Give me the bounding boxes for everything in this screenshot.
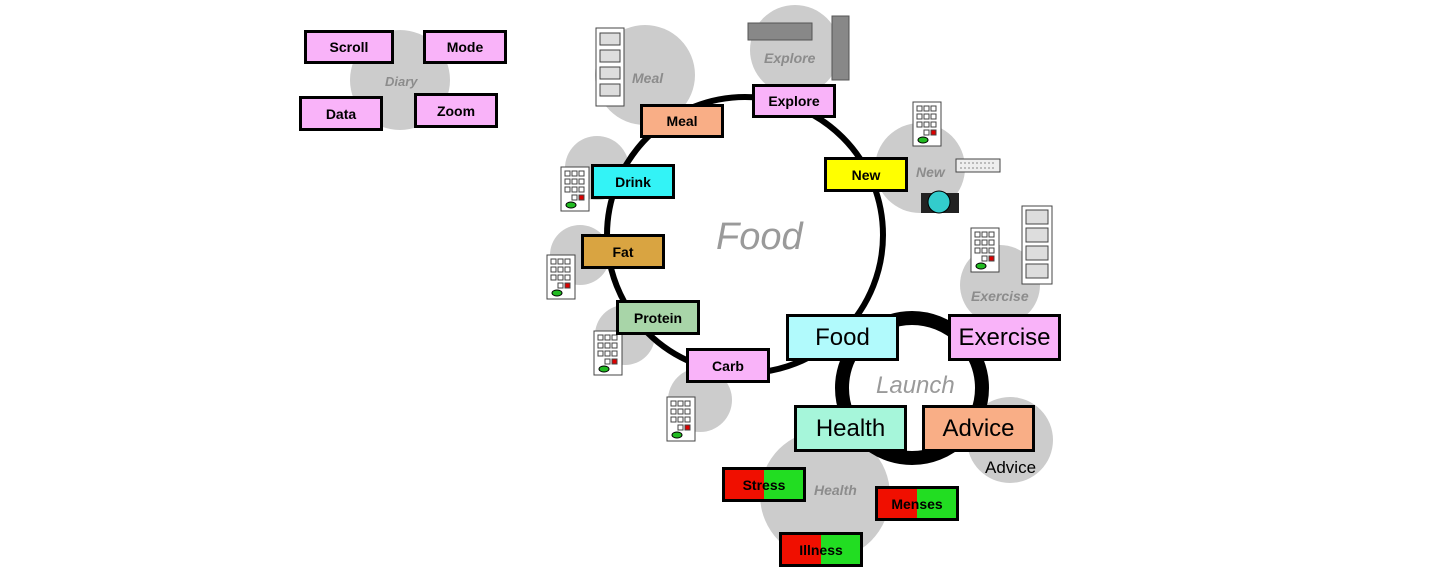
stress-label: Stress: [742, 476, 786, 493]
drink-node[interactable]: Drink: [591, 164, 675, 199]
camera-icon: [921, 190, 959, 214]
explore-cluster-label: Explore: [764, 50, 816, 66]
health-blob: [760, 430, 890, 560]
keypad-icon: [970, 227, 1000, 273]
stress-toggle-green-half: [764, 470, 803, 499]
health-cluster-label: Health: [814, 482, 857, 498]
keypad-icon: [560, 166, 590, 212]
launch-center-label: Launch: [876, 372, 955, 399]
meal-list-icon: [595, 27, 625, 107]
food-launch-node[interactable]: Food: [786, 314, 899, 361]
exercise-cluster-label: Exercise: [971, 288, 1029, 304]
carb-node[interactable]: Carb: [686, 348, 770, 383]
advice-text: Advice: [985, 458, 1037, 477]
keypad-icon: [593, 330, 623, 376]
menses-toggle[interactable]: Menses: [875, 486, 959, 521]
exercise-launch-node[interactable]: Exercise: [948, 314, 1061, 361]
keyboard-icon: [955, 158, 1001, 173]
explore-node[interactable]: Explore: [752, 84, 836, 118]
advice-launch-node[interactable]: Advice: [922, 405, 1035, 452]
keypad-icon: [546, 254, 576, 300]
mode-button[interactable]: Mode: [423, 30, 507, 64]
illness-toggle[interactable]: Illness: [779, 532, 863, 567]
illness-label: Illness: [799, 541, 843, 558]
keypad-icon: [912, 101, 942, 147]
meal-node[interactable]: Meal: [640, 104, 724, 138]
explore-hbar: [747, 22, 813, 41]
menses-label: Menses: [891, 495, 943, 512]
zoom-button[interactable]: Zoom: [414, 93, 498, 128]
menses-toggle-green-half: [917, 489, 956, 518]
illness-toggle-green-half: [821, 535, 860, 564]
menses-toggle-red-half: [878, 489, 917, 518]
explore-vbar: [831, 15, 850, 81]
stress-toggle[interactable]: Stress: [722, 467, 806, 502]
exercise-list-icon: [1021, 205, 1053, 285]
stress-toggle-red-half: [725, 470, 764, 499]
scroll-button[interactable]: Scroll: [304, 30, 394, 64]
launch-ring: [835, 311, 989, 465]
new-node[interactable]: New: [824, 157, 908, 192]
food-center-label: Food: [716, 216, 803, 258]
new-cluster-label: New: [916, 164, 945, 180]
health-launch-node[interactable]: Health: [794, 405, 907, 452]
meal-cluster-label: Meal: [632, 70, 664, 86]
illness-toggle-red-half: [782, 535, 821, 564]
data-button[interactable]: Data: [299, 96, 383, 131]
diary-label: Diary: [385, 74, 418, 89]
keypad-icon: [666, 396, 696, 442]
fat-node[interactable]: Fat: [581, 234, 665, 269]
protein-node[interactable]: Protein: [616, 300, 700, 335]
